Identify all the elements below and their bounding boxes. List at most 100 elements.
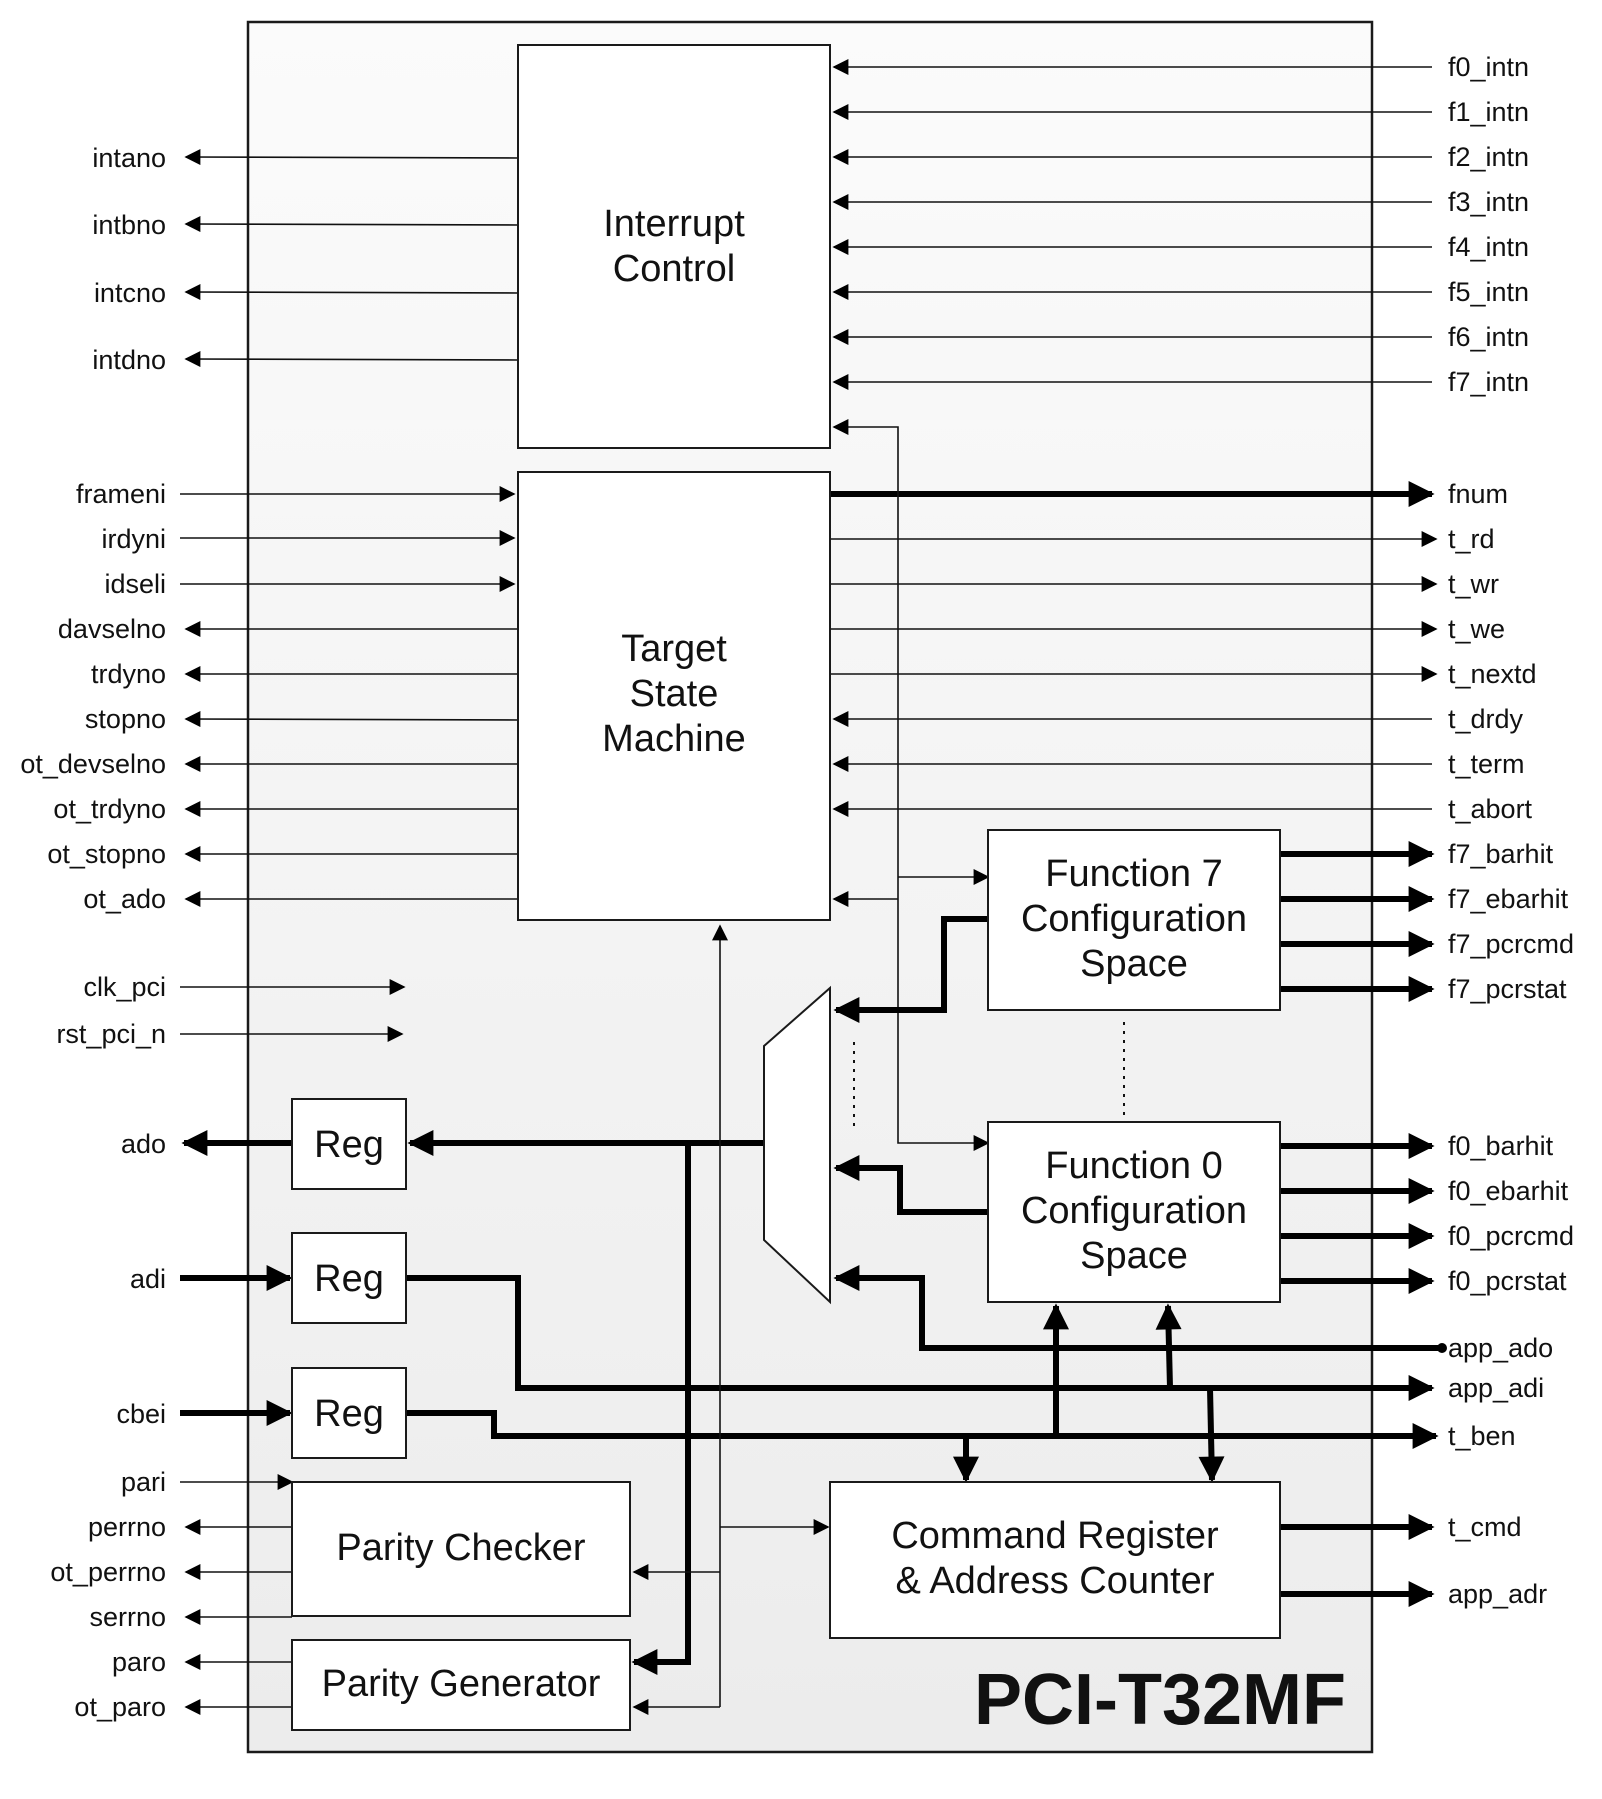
bus-app-ado-to-mux bbox=[833, 1265, 1442, 1351]
fnum-to-interrupt bbox=[832, 419, 899, 494]
chip-title: PCI-T32MF bbox=[974, 1660, 1346, 1740]
app-ado-endpoint bbox=[1437, 1343, 1447, 1353]
label-f0-ebarhit: f0_ebarhit bbox=[1448, 1176, 1569, 1206]
right-labels: f0_intn f1_intn f2_intn f3_intn f4_intn … bbox=[1448, 52, 1574, 1609]
parity-generator-label: Parity Generator bbox=[322, 1663, 601, 1705]
label-intbno: intbno bbox=[92, 210, 166, 240]
label-davselno: davselno bbox=[58, 614, 166, 644]
label-app-ado: app_ado bbox=[1448, 1333, 1553, 1363]
label-t-abort: t_abort bbox=[1448, 794, 1533, 824]
label-t-cmd: t_cmd bbox=[1448, 1512, 1522, 1542]
parity-generator-block: Parity Generator bbox=[291, 1639, 631, 1731]
label-f7-barhit: f7_barhit bbox=[1448, 839, 1554, 869]
label-serrno: serrno bbox=[89, 1602, 166, 1632]
f7-label-2: Configuration bbox=[1021, 898, 1247, 940]
label-t-nextd: t_nextd bbox=[1448, 659, 1537, 689]
ado-reg-label: Reg bbox=[314, 1124, 384, 1166]
label-pari: pari bbox=[121, 1467, 166, 1497]
label-ot-devselno: ot_devselno bbox=[20, 749, 166, 779]
bus-appadi-to-cmd bbox=[1198, 1387, 1225, 1483]
bus-f0-to-mux bbox=[833, 1155, 990, 1215]
interrupt-label-2: Control bbox=[613, 248, 736, 290]
label-f0-intn: f0_intn bbox=[1448, 52, 1529, 82]
label-t-wr: t_wr bbox=[1448, 569, 1499, 599]
label-perrno: perrno bbox=[88, 1512, 166, 1542]
wire-stopno bbox=[184, 711, 519, 728]
label-ado: ado bbox=[121, 1129, 166, 1159]
wire-intano bbox=[184, 149, 519, 166]
left-wires bbox=[180, 149, 519, 1715]
label-app-adr: app_adr bbox=[1448, 1579, 1547, 1609]
bus-adi-to-app-adi bbox=[406, 1275, 1435, 1401]
label-intdno: intdno bbox=[92, 345, 166, 375]
label-f7-pcrstat: f7_pcrstat bbox=[1448, 974, 1567, 1004]
label-trdyno: trdyno bbox=[91, 659, 166, 689]
label-f5-intn: f5_intn bbox=[1448, 277, 1529, 307]
label-f7-pcrcmd: f7_pcrcmd bbox=[1448, 929, 1574, 959]
label-ot-ado: ot_ado bbox=[83, 884, 166, 914]
right-wires bbox=[830, 59, 1438, 1607]
label-f7-intn: f7_intn bbox=[1448, 367, 1529, 397]
label-rst-pci-n: rst_pci_n bbox=[56, 1019, 166, 1049]
fnum-branch bbox=[897, 494, 990, 1151]
f0-label-2: Configuration bbox=[1021, 1190, 1247, 1232]
label-t-rd: t_rd bbox=[1448, 524, 1495, 554]
label-f0-pcrcmd: f0_pcrcmd bbox=[1448, 1221, 1574, 1251]
interrupt-label-1: Interrupt bbox=[603, 203, 745, 245]
label-paro: paro bbox=[112, 1647, 166, 1677]
label-ot-stopno: ot_stopno bbox=[47, 839, 166, 869]
internal-buses bbox=[406, 916, 1447, 1715]
label-intano: intano bbox=[92, 143, 166, 173]
cbei-reg-label: Reg bbox=[314, 1393, 384, 1435]
function0-config-block: Function 0 Configuration Space bbox=[987, 1121, 1281, 1303]
label-stopno: stopno bbox=[85, 704, 166, 734]
label-t-term: t_term bbox=[1448, 749, 1525, 779]
tsm-label-1: Target bbox=[621, 628, 727, 670]
left-labels: intano intbno intcno intdno frameni irdy… bbox=[20, 143, 166, 1722]
interrupt-control-block: Interrupt Control bbox=[517, 44, 831, 449]
bus-ado-to-parity-gen bbox=[631, 1143, 691, 1675]
mux-block bbox=[763, 985, 831, 1305]
label-irdyni: irdyni bbox=[101, 524, 166, 554]
cmd-label-2: & Address Counter bbox=[896, 1560, 1215, 1602]
bus-f7-to-mux bbox=[833, 916, 990, 1023]
wire-intcno bbox=[184, 284, 519, 301]
label-ot-trdyno: ot_trdyno bbox=[53, 794, 166, 824]
f0-label-3: Space bbox=[1080, 1235, 1188, 1277]
cmd-label-1: Command Register bbox=[891, 1515, 1219, 1557]
label-ot-paro: ot_paro bbox=[74, 1692, 166, 1722]
parity-checker-block: Parity Checker bbox=[291, 1481, 631, 1617]
label-app-adi: app_adi bbox=[1448, 1373, 1544, 1403]
function7-config-block: Function 7 Configuration Space bbox=[987, 829, 1281, 1011]
bus-appadi-to-f0 bbox=[1155, 1303, 1182, 1389]
ado-reg-block: Reg bbox=[291, 1098, 407, 1190]
label-f1-intn: f1_intn bbox=[1448, 97, 1529, 127]
adi-reg-block: Reg bbox=[291, 1232, 407, 1324]
command-register-block: Command Register & Address Counter bbox=[829, 1481, 1281, 1639]
tsm-label-3: Machine bbox=[602, 718, 746, 760]
label-fnum: fnum bbox=[1448, 479, 1508, 509]
target-state-machine-block: Target State Machine bbox=[517, 471, 831, 921]
label-f2-intn: f2_intn bbox=[1448, 142, 1529, 172]
cbei-reg-block: Reg bbox=[291, 1367, 407, 1459]
label-clk-pci: clk_pci bbox=[83, 972, 166, 1002]
label-cbei: cbei bbox=[116, 1399, 166, 1429]
label-f4-intn: f4_intn bbox=[1448, 232, 1529, 262]
label-adi: adi bbox=[130, 1264, 166, 1294]
parity-checker-label: Parity Checker bbox=[336, 1527, 586, 1569]
label-f7-ebarhit: f7_ebarhit bbox=[1448, 884, 1569, 914]
label-f0-pcrstat: f0_pcrstat bbox=[1448, 1266, 1567, 1296]
wire-intdno bbox=[184, 351, 519, 368]
f7-label-3: Space bbox=[1080, 943, 1188, 985]
f7-label-1: Function 7 bbox=[1045, 853, 1222, 895]
label-f6-intn: f6_intn bbox=[1448, 322, 1529, 352]
tsm-label-2: State bbox=[630, 673, 719, 715]
label-t-ben: t_ben bbox=[1448, 1421, 1516, 1451]
label-t-we: t_we bbox=[1448, 614, 1505, 644]
label-intcno: intcno bbox=[94, 278, 166, 308]
label-ot-perrno: ot_perrno bbox=[50, 1557, 166, 1587]
label-f0-barhit: f0_barhit bbox=[1448, 1131, 1554, 1161]
adi-reg-label: Reg bbox=[314, 1258, 384, 1300]
label-f3-intn: f3_intn bbox=[1448, 187, 1529, 217]
